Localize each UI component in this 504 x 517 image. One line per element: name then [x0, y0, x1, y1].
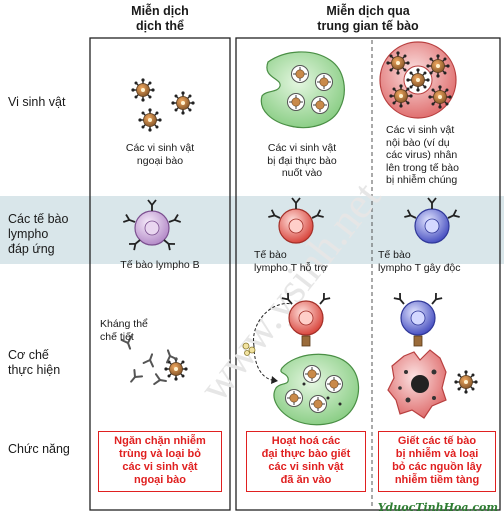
- header-humoral-line: dịch thể: [136, 19, 184, 33]
- header-humoral: Miễn dịch dịch thể: [100, 4, 220, 34]
- kill-marks: [302, 382, 342, 406]
- vesicle-icon: [325, 375, 343, 393]
- microbe-icon: [170, 90, 196, 116]
- function-line: đã ăn vào: [280, 474, 332, 486]
- microbe-icon: [137, 107, 163, 133]
- caption-b-cell: Tế bào lympho B: [120, 259, 200, 271]
- row-label-line: Cơ chế: [8, 348, 49, 362]
- caption-line: nội bào (ví dụ: [386, 136, 450, 149]
- function-line: trùng và loại bỏ: [119, 448, 201, 460]
- vesicle-icon: [309, 395, 327, 413]
- caption-line: Các vi sinh vật: [386, 124, 455, 136]
- row-label-microbe: Vi sinh vật: [8, 95, 66, 109]
- caption-t-helper: Tế bào lympho T hỗ trợ: [254, 249, 370, 274]
- antibody-icon: [153, 373, 168, 387]
- row-label-lymphocytes: Các tế bào lympho đáp ứng: [8, 212, 68, 257]
- fragments: [398, 369, 437, 403]
- row-label-line: lympho: [8, 227, 49, 241]
- vesicle-icon: [291, 65, 309, 83]
- caption-line: Các vi sinh vật: [267, 142, 337, 154]
- caption-line: Các vi sinh vật: [125, 142, 195, 154]
- function-line: bị nhiễm và loại: [395, 448, 479, 460]
- function-line: ngoại bào: [134, 474, 186, 486]
- function-line: Hoạt hoá các: [271, 435, 341, 447]
- caption-line: lên trong tế bào: [386, 161, 459, 174]
- header-cell-mediated: Miễn dịch qua trung gian tế bào: [280, 4, 456, 34]
- vesicle-icon: [285, 389, 303, 407]
- caption-line: lympho T hỗ trợ: [254, 261, 328, 274]
- antibody-icon: [142, 351, 158, 368]
- function-line: các vi sinh vật: [122, 461, 198, 473]
- row-label-line: thực hiện: [8, 363, 61, 377]
- antibody-icon: [126, 368, 144, 386]
- released-virus-icon: [453, 369, 479, 395]
- cytokine-icon: [242, 342, 256, 356]
- header-humoral-line: Miễn dịch: [131, 4, 189, 18]
- caption-intracellular: Các vi sinh vật nội bào (ví dụ các virus…: [386, 124, 496, 187]
- caption-line: nuốt vào: [281, 167, 323, 179]
- caption-line: chế tiết: [100, 330, 134, 343]
- microbe-icon: [130, 77, 156, 103]
- vesicle-icon: [303, 365, 321, 383]
- row-label-mechanism: Cơ chế thực hiện: [8, 348, 60, 378]
- function-line: nhiễm tiềm tàng: [394, 474, 480, 486]
- caption-extracellular: Các vi sinh vật ngoại bào: [96, 142, 224, 167]
- caption-antibody: Kháng thể chế tiết: [100, 318, 180, 343]
- caption-t-cytotoxic: Tế bào lympho T gây độc: [378, 249, 496, 274]
- caption-line: các virus) nhân: [386, 149, 458, 161]
- caption-line: Tế bào: [378, 249, 411, 261]
- function-line: Giết các tế bào: [397, 435, 477, 447]
- humoral-frame: [89, 37, 231, 511]
- cell-mediated-frame: [235, 37, 501, 511]
- header-cell-line: trung gian tế bào: [317, 19, 419, 33]
- row-label-line: Các tế bào: [8, 212, 69, 226]
- row-label-function: Chức năng: [8, 442, 70, 456]
- function-line: bỏ các nguồn lây: [392, 461, 482, 473]
- caption-line: ngoại bào: [136, 154, 184, 167]
- caption-line: lympho T gây độc: [378, 261, 461, 274]
- function-line: Ngăn chặn nhiễm: [114, 435, 206, 447]
- vesicle-icon: [311, 96, 329, 114]
- caption-line: Kháng thể: [100, 318, 148, 330]
- activated-macrophage-shape: [273, 353, 360, 426]
- site-watermark: YduocTinhHoa.com: [377, 501, 498, 514]
- caption-line: bị nhiễm chúng: [386, 174, 458, 186]
- caption-phagocytosed: Các vi sinh vật bị đại thực bào nuốt vào: [244, 142, 360, 180]
- row-label-line: đáp ứng: [8, 242, 55, 256]
- caption-line: bị đại thực bào: [267, 154, 337, 167]
- caption-line: Tế bào: [254, 249, 287, 261]
- vesicle-icon: [287, 93, 305, 111]
- function-line: đại thực bào giết: [261, 448, 351, 460]
- function-box-t-helper: Hoạt hoá các đại thực bào giết các vi si…: [246, 431, 366, 492]
- macrophage-shape: [260, 51, 345, 129]
- function-line: các vi sinh vật: [268, 461, 344, 473]
- function-box-humoral: Ngăn chặn nhiễm trùng và loại bỏ các vi …: [98, 431, 222, 492]
- header-cell-line: Miễn dịch qua: [326, 4, 410, 18]
- function-box-t-cytotoxic: Giết các tế bào bị nhiễm và loại bỏ các …: [378, 431, 496, 492]
- vesicle-icon: [315, 73, 333, 91]
